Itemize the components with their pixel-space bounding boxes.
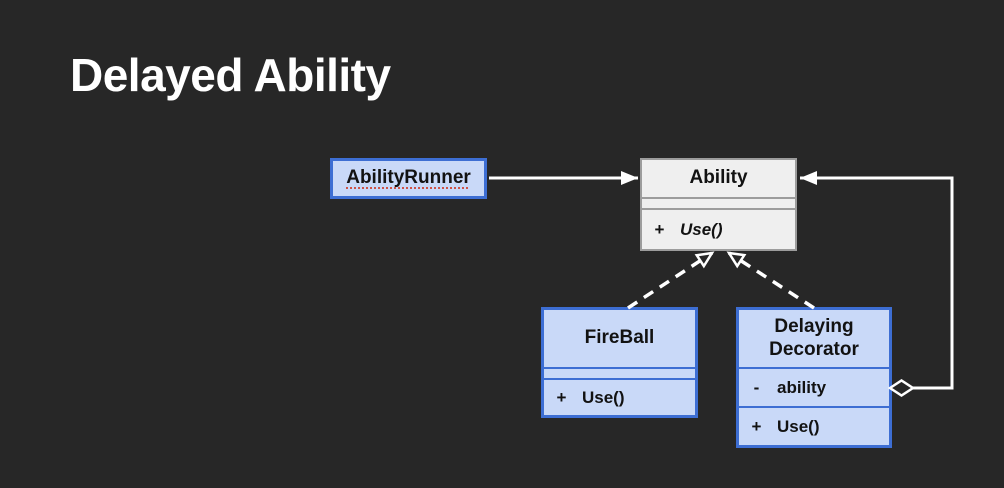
visibility-marker: + bbox=[556, 387, 567, 407]
class-name-delaying-decorator: Delaying Decorator bbox=[769, 316, 859, 360]
fields-compartment-empty bbox=[642, 197, 795, 210]
fields-compartment-empty bbox=[544, 367, 695, 380]
method-signature: Use() bbox=[680, 219, 723, 239]
visibility-marker: + bbox=[654, 219, 665, 239]
visibility-marker: + bbox=[751, 416, 762, 436]
field-row-ability: - ability bbox=[739, 367, 889, 406]
method-row-use: + Use() bbox=[739, 406, 889, 445]
class-box-ability-runner[interactable]: AbilityRunner bbox=[330, 158, 487, 199]
class-box-delaying-decorator[interactable]: Delaying Decorator - ability + Use() bbox=[736, 307, 892, 448]
slide-title: Delayed Ability bbox=[70, 49, 391, 101]
method-signature: Use() bbox=[777, 416, 820, 436]
field-name: ability bbox=[777, 377, 827, 397]
class-name-ability-runner: AbilityRunner bbox=[346, 167, 471, 189]
class-name-ability: Ability bbox=[689, 167, 748, 189]
realization-decorator-to-ability[interactable] bbox=[726, 251, 815, 310]
class-box-ability[interactable]: Ability + Use() bbox=[640, 158, 797, 251]
visibility-marker: - bbox=[753, 377, 760, 397]
class-name-fireball: FireBall bbox=[584, 327, 655, 349]
class-name-compartment: AbilityRunner bbox=[333, 161, 484, 196]
class-box-fireball[interactable]: FireBall + Use() bbox=[541, 307, 698, 418]
method-row-use: + Use() bbox=[642, 210, 795, 249]
method-row-use: + Use() bbox=[544, 380, 695, 415]
aggregation-diamond bbox=[887, 379, 916, 397]
realization-fireball-to-ability[interactable] bbox=[627, 251, 715, 310]
method-signature: Use() bbox=[582, 387, 625, 407]
